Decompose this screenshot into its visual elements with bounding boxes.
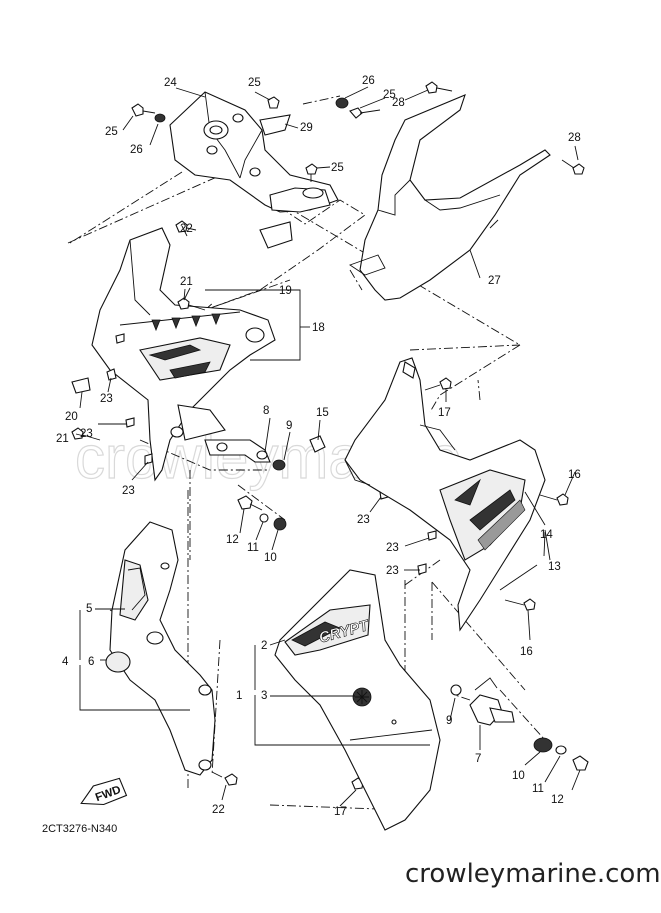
stay-part (204, 439, 287, 531)
lower-right-hardware (450, 677, 589, 771)
upper-bracket-part (169, 91, 339, 213)
label-13: 13 (548, 561, 561, 573)
front-side-panel-part: CRYPT (274, 569, 441, 831)
label-25: 25 (331, 162, 344, 174)
label-19: 19 (279, 285, 292, 297)
label-24: 24 (164, 77, 177, 89)
label-1: 1 (236, 690, 242, 702)
site-name: crowleymarine.com (405, 859, 661, 889)
label-15: 15 (316, 407, 329, 419)
label-21: 21 (56, 433, 69, 445)
label-7: 7 (475, 753, 481, 765)
clip-part (71, 377, 91, 394)
label-23: 23 (122, 485, 135, 497)
label-6: 6 (88, 656, 94, 668)
label-11: 11 (247, 542, 259, 554)
label-5: 5 (86, 603, 92, 615)
left-lower-cover-part (105, 521, 238, 786)
upper-cowl-part (349, 94, 551, 301)
clip-15-part (309, 435, 326, 453)
label-21: 21 (180, 276, 193, 288)
label-25: 25 (105, 126, 118, 138)
label-25: 25 (383, 89, 396, 101)
label-10: 10 (264, 552, 277, 564)
label-2: 2 (261, 640, 267, 652)
label-14: 14 (540, 529, 553, 541)
label-10: 10 (512, 770, 525, 782)
label-29: 29 (300, 122, 313, 134)
right-side-cover-part (344, 357, 546, 632)
label-23: 23 (386, 542, 399, 554)
label-26: 26 (362, 75, 375, 87)
bolts-top (131, 81, 585, 182)
label-8: 8 (263, 405, 269, 417)
label-12: 12 (226, 534, 239, 546)
label-17: 17 (334, 806, 347, 818)
label-16: 16 (520, 646, 533, 658)
shield-part (259, 221, 293, 249)
left-bolts (71, 220, 206, 441)
plate-part (259, 114, 291, 136)
part-number-labels: 24 25 25 26 26 25 28 29 25 28 27 22 21 1… (56, 75, 581, 818)
label-23: 23 (357, 514, 370, 526)
label-28: 28 (568, 132, 581, 144)
label-17: 17 (438, 407, 451, 419)
label-3: 3 (261, 690, 267, 702)
label-23: 23 (100, 393, 113, 405)
label-22: 22 (212, 804, 225, 816)
fwd-arrow-icon: FWD (80, 777, 128, 806)
label-23: 23 (386, 565, 399, 577)
label-4: 4 (62, 656, 69, 668)
label-27: 27 (488, 275, 501, 287)
label-9: 9 (286, 420, 292, 432)
label-28: 28 (392, 97, 405, 109)
label-26: 26 (130, 144, 143, 156)
label-12: 12 (551, 794, 564, 806)
label-20: 20 (65, 411, 78, 423)
left-inner-panel-part (91, 227, 276, 482)
leader-lines (75, 86, 581, 807)
label-16: 16 (568, 469, 581, 481)
label-22: 22 (180, 223, 193, 235)
label-18: 18 (312, 322, 325, 334)
label-11: 11 (532, 783, 544, 795)
drawing-code: 2CT3276-N340 (42, 823, 117, 835)
label-9: 9 (446, 715, 452, 727)
label-25: 25 (248, 77, 261, 89)
label-23: 23 (80, 428, 93, 440)
